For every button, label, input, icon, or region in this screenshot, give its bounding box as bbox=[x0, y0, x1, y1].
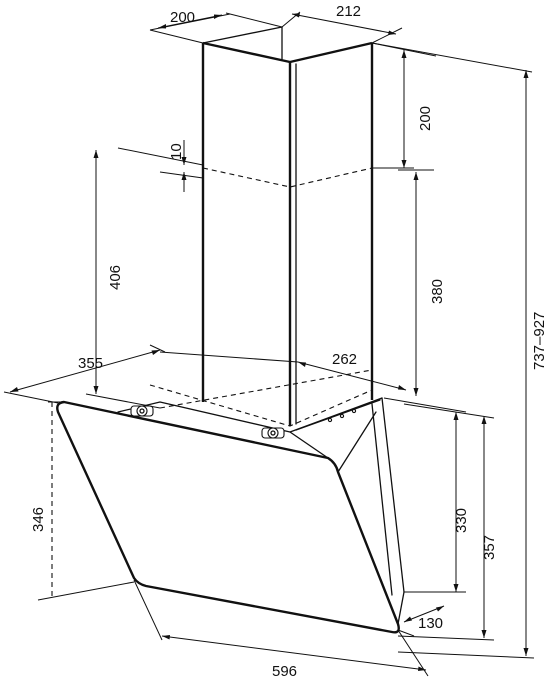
label-hood-width-top: 262 bbox=[332, 351, 357, 368]
hood-top-front-link bbox=[289, 431, 329, 459]
dim-front-height bbox=[37, 401, 135, 601]
label-front-height: 346 bbox=[30, 507, 47, 532]
hood-side-top bbox=[337, 411, 377, 473]
dim-bottom-depth bbox=[397, 605, 445, 637]
label-hood-height: 330 bbox=[453, 508, 470, 533]
mount-rail bbox=[295, 399, 381, 431]
dim-hood-total-height bbox=[397, 403, 495, 641]
dim-hood-height bbox=[383, 397, 467, 593]
hood-bottom-corner bbox=[397, 591, 405, 625]
dim-hood-width-top bbox=[159, 351, 407, 391]
dim-chimney-inner-height bbox=[398, 169, 434, 396]
dim-total-height bbox=[371, 42, 535, 659]
dim-chimney-lower-height bbox=[85, 150, 161, 409]
label-hood-width: 596 bbox=[272, 663, 297, 680]
label-overlap: 10 bbox=[168, 143, 185, 160]
label-chimney-depth: 200 bbox=[170, 9, 195, 26]
hinge-right bbox=[261, 427, 285, 439]
hood-side-front bbox=[371, 403, 393, 596]
dim-hood-width bbox=[133, 579, 429, 677]
label-total-height: 737–927 bbox=[531, 312, 548, 370]
rail-dot bbox=[351, 408, 357, 414]
label-hood-depth: 355 bbox=[78, 355, 103, 372]
chimney-base-back-hidden bbox=[159, 369, 373, 409]
label-chimney-lower-height: 406 bbox=[107, 265, 124, 290]
hood-side-back bbox=[381, 397, 405, 593]
hood-body bbox=[56, 397, 405, 634]
chimney-base-hidden bbox=[149, 384, 373, 427]
chimney bbox=[149, 26, 374, 427]
dim-chimney-width bbox=[281, 11, 403, 44]
label-chimney-top-height: 200 bbox=[417, 106, 434, 131]
dim-hood-depth bbox=[3, 344, 166, 404]
rail-dot bbox=[327, 417, 333, 423]
dim-chimney-top-height bbox=[371, 42, 437, 169]
hinge-left bbox=[130, 405, 154, 417]
rail-dot bbox=[339, 413, 345, 419]
label-chimney-width: 212 bbox=[336, 3, 361, 20]
dim-chimney-depth bbox=[149, 12, 283, 44]
label-bottom-depth: 130 bbox=[418, 615, 443, 632]
chimney-overlap-line bbox=[202, 167, 373, 188]
glass-panel bbox=[56, 400, 400, 634]
label-hood-total-height: 357 bbox=[481, 535, 498, 560]
chimney-top-edge bbox=[202, 41, 373, 64]
chimney-back-top bbox=[202, 26, 283, 44]
label-chimney-inner-height: 380 bbox=[429, 279, 446, 304]
dim-overlap bbox=[117, 140, 204, 192]
